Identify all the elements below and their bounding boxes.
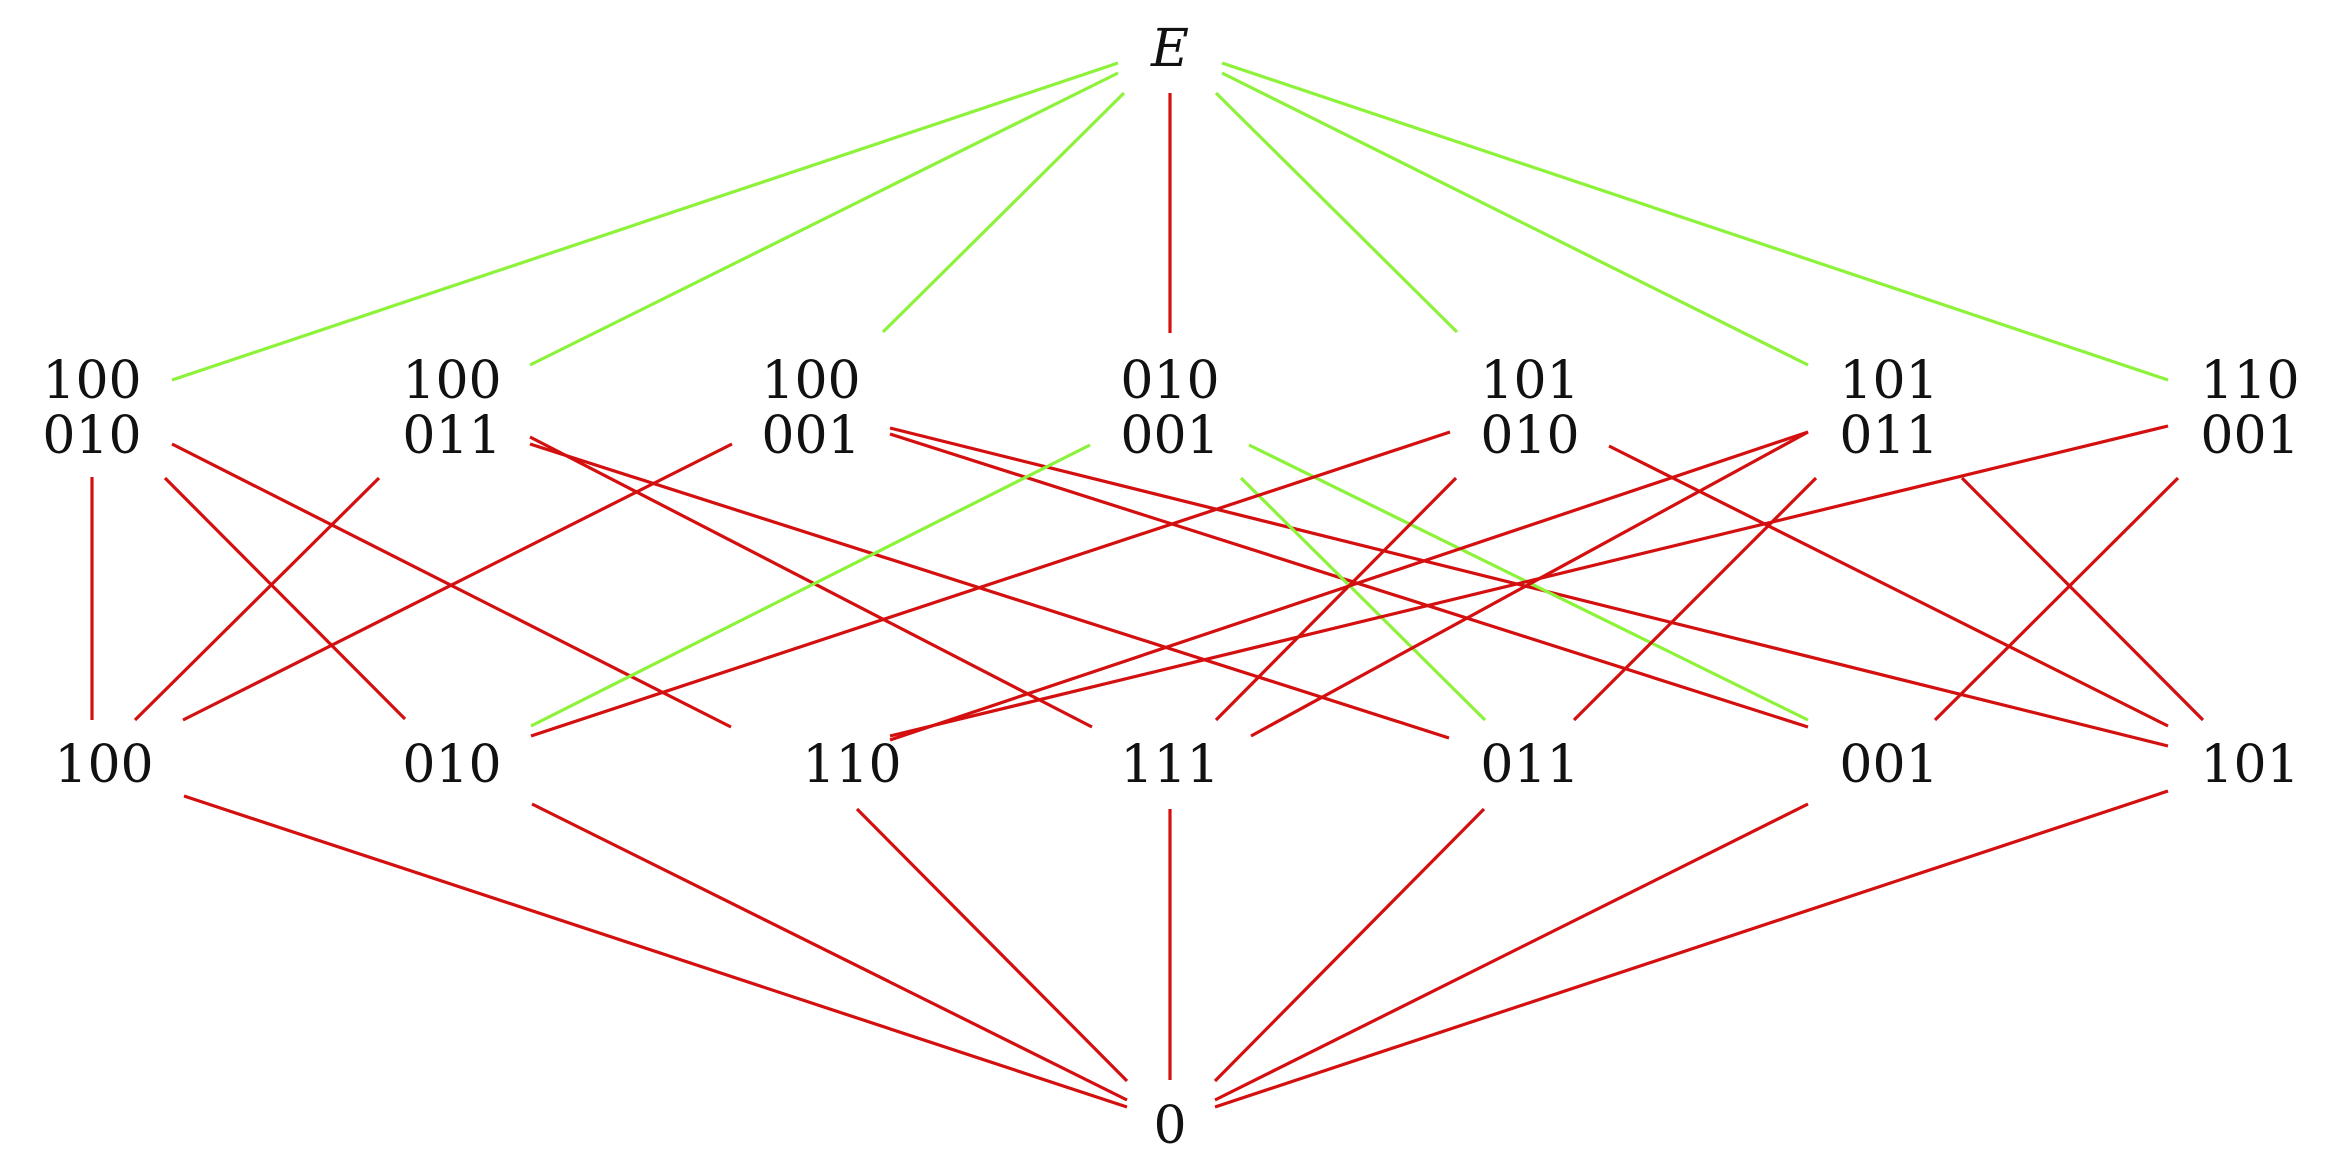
bottom-edge-1	[183, 794, 1128, 1109]
lower-node-6: 001	[1839, 735, 1938, 795]
bottom-edge-6	[1214, 802, 1809, 1102]
cross-edge-4-2	[530, 443, 1091, 728]
top-node-label: E	[1150, 19, 1189, 79]
top-edge-6	[1221, 71, 1809, 367]
middle-node-2-line-1: 100	[402, 351, 501, 411]
middle-node-4-line-2: 001	[1120, 406, 1219, 466]
middle-node-4-line-1: 010	[1120, 351, 1219, 411]
middle-node-3-line-2: 001	[761, 406, 860, 466]
bottom-edge-3	[855, 807, 1129, 1083]
cross-edge-2-4	[529, 435, 1093, 729]
cross-edge-7-7	[1960, 476, 2205, 722]
bottom-node-label: 0	[1153, 1096, 1186, 1156]
top-edge-5	[1214, 91, 1459, 334]
lower-node-7: 101	[2200, 735, 2299, 795]
cross-edge-5-7	[1608, 444, 2169, 728]
cross-edge-6-4	[1572, 476, 1818, 722]
cross-edge-7-6	[1933, 476, 2180, 722]
bottom-edge-2	[531, 802, 1128, 1102]
edge-layer	[90, 61, 2205, 1109]
middle-node-1-line-2: 010	[42, 406, 141, 466]
label-layer: E 100 010 100 011 100 001 010 001 101 01…	[42, 19, 2299, 1156]
cross-edge-3-1	[182, 442, 733, 722]
top-edge-2	[529, 71, 1119, 367]
cross-edge-2-1	[133, 476, 381, 722]
cross-edge-2-5	[529, 442, 1450, 740]
middle-node-5-line-2: 010	[1480, 406, 1579, 466]
top-edge-3	[881, 91, 1126, 334]
cross-edge-4-5	[1239, 476, 1487, 722]
cross-edge-5-4	[1214, 476, 1458, 722]
middle-node-2-line-2: 011	[402, 406, 501, 466]
lower-node-4: 111	[1120, 735, 1219, 795]
top-edge-7	[1221, 61, 2169, 382]
bottom-edge-7	[1214, 789, 2169, 1109]
middle-node-6-line-2: 011	[1839, 406, 1938, 466]
middle-node-5-line-1: 101	[1480, 351, 1579, 411]
lower-node-1: 100	[54, 735, 153, 795]
cross-edge-1-2	[163, 476, 407, 721]
middle-node-3-line-1: 100	[761, 351, 860, 411]
lower-node-5: 011	[1480, 735, 1579, 795]
top-edge-1	[171, 61, 1119, 382]
middle-node-6-line-1: 101	[1839, 351, 1938, 411]
lower-node-2: 010	[402, 735, 501, 795]
middle-node-7-line-2: 001	[2200, 406, 2299, 466]
middle-node-1-line-1: 100	[42, 351, 141, 411]
cross-edge-7-3	[889, 424, 2169, 738]
middle-node-7-line-1: 110	[2200, 351, 2299, 411]
bottom-edge-5	[1213, 807, 1486, 1083]
lower-node-3: 110	[802, 735, 901, 795]
cross-edge-6-5	[1250, 430, 1809, 738]
cross-edge-3-6	[889, 432, 1809, 729]
cross-edge-5-2	[530, 430, 1451, 738]
cross-edge-3-7	[889, 426, 2169, 748]
cross-edge-6-3	[889, 430, 1809, 742]
